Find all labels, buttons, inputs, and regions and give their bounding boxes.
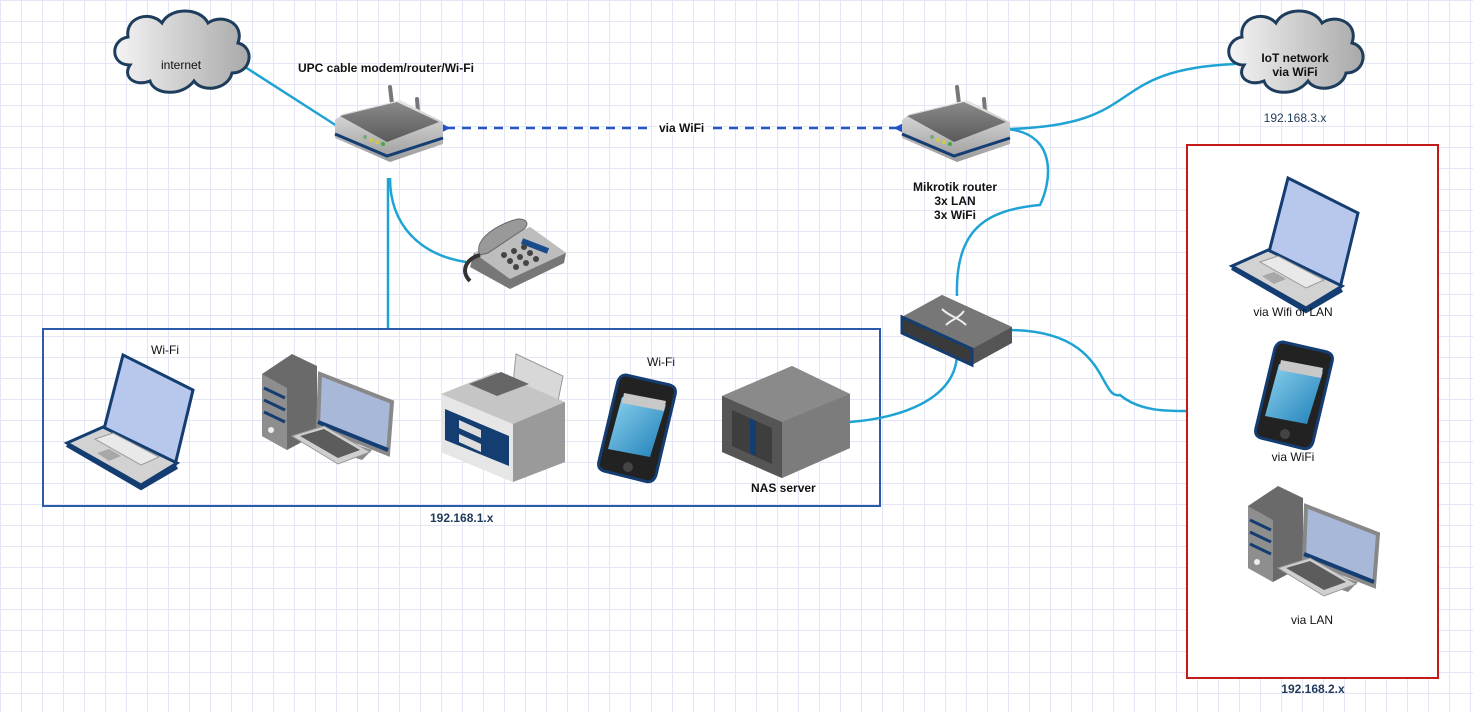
zone1-smartphone-icon[interactable]	[597, 373, 677, 484]
zone2-laptop-label: via Wifi or LAN	[1253, 305, 1333, 319]
zone1-subnet-label: 192.168.1.x	[430, 511, 494, 525]
zone2-desktop-label: via LAN	[1290, 613, 1334, 627]
internet-cloud-icon[interactable]	[113, 9, 251, 94]
network-switch-icon[interactable]	[900, 293, 1014, 367]
zone1-printer-icon[interactable]	[440, 353, 566, 483]
desk-phone-icon[interactable]	[465, 219, 566, 289]
upc-router-icon[interactable]	[333, 85, 445, 164]
zone1-desktop-computer-icon[interactable]	[260, 352, 394, 466]
cable-switch-to-zone2	[1007, 328, 1187, 413]
cable-internet-to-upc	[241, 63, 338, 128]
zone2-smartphone-icon[interactable]	[1254, 340, 1334, 451]
zone1-nas-label: NAS server	[751, 481, 816, 495]
zone2-phone-label: via WiFi	[1271, 450, 1315, 464]
iot-label-line: IoT network	[1261, 51, 1329, 65]
zone2-laptop-icon[interactable]	[1230, 176, 1360, 313]
zone1-nas-server-icon[interactable]	[722, 366, 850, 478]
cable-switch-to-nas	[849, 354, 959, 424]
mikrotik-router-icon[interactable]	[900, 85, 1012, 164]
cable-mikrotik-to-switch	[955, 127, 1050, 297]
zone2-subnet-label: 192.168.2.x	[1281, 682, 1345, 696]
cable-links	[241, 62, 1236, 424]
wifi-link-label: via WiFi	[657, 121, 707, 135]
mikrotik-label-line: Mikrotik router	[912, 180, 998, 194]
mikrotik-label-line: 3x WiFi	[934, 208, 976, 222]
cable-mikrotik-to-iot	[1007, 62, 1236, 131]
upc-router-label: UPC cable modem/router/Wi-Fi	[298, 61, 474, 75]
internet-label: internet	[161, 58, 202, 72]
zone1-phone-label: Wi-Fi	[647, 355, 675, 369]
zone1-laptop-label: Wi-Fi	[151, 343, 179, 357]
cable-upc-to-phone	[388, 177, 467, 264]
iot-label: IoT network via WiFi	[1261, 51, 1328, 79]
zone2-desktop-computer-icon[interactable]	[1246, 484, 1380, 598]
zone1-laptop-icon[interactable]	[65, 353, 195, 490]
iot-label-line: via WiFi	[1272, 65, 1318, 79]
mikrotik-label-line: 3x LAN	[934, 194, 976, 208]
iot-subnet-label: 192.168.3.x	[1263, 111, 1327, 125]
mikrotik-label: Mikrotik router 3x LAN 3x WiFi	[913, 180, 997, 222]
